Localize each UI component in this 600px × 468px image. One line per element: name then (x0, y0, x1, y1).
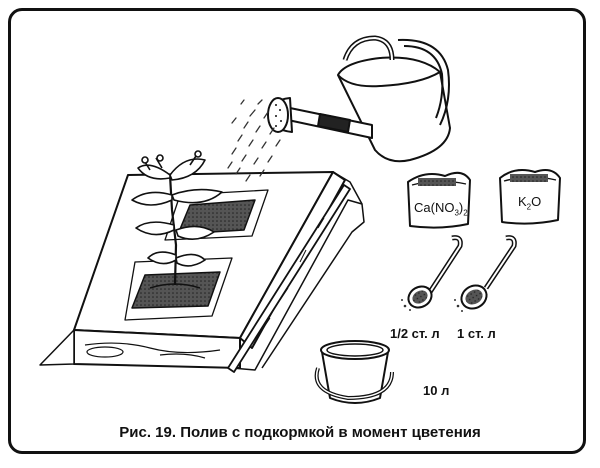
fertilizer-bag-icon (407, 171, 471, 229)
bag-label-potassium-oxide: K2O (518, 194, 542, 212)
seedling-icon (131, 150, 223, 289)
figure-caption: Рис. 19. Полив с подкормкой в момент цве… (119, 424, 481, 441)
spoon-label-half: 1/2 ст. л (390, 326, 440, 341)
watering-can-icon (267, 35, 451, 163)
fertilizer-bag-icon (499, 169, 561, 225)
bucket-label: 10 л (423, 383, 450, 398)
water-spray (227, 99, 281, 182)
garden-bed-icon (39, 171, 365, 373)
spoon-icon (401, 235, 463, 311)
bag-label-calcium-nitrate: Ca(NO3)2 (414, 200, 468, 218)
bucket-icon (314, 340, 394, 404)
spoon-icon (454, 235, 517, 312)
spoon-label-full: 1 ст. л (457, 326, 496, 341)
